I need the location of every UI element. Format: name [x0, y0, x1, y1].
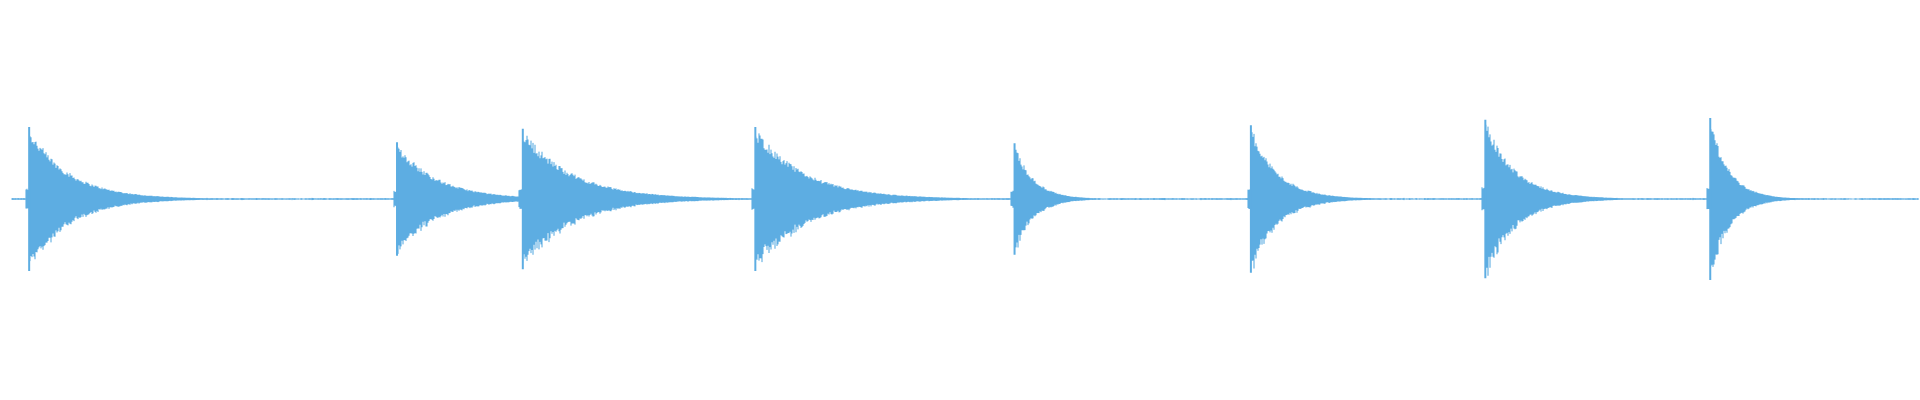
waveform-samples: [11, 124, 1919, 276]
waveform-envelope-group: [11, 118, 1919, 280]
